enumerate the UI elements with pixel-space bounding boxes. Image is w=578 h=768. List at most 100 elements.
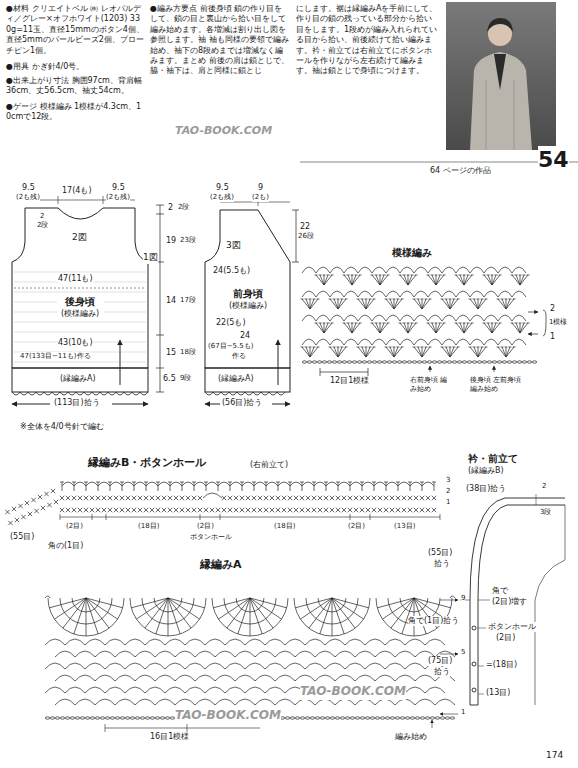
row-count: 2段 — [178, 203, 189, 212]
dimension: 19 — [166, 236, 176, 246]
stitch-stroke — [472, 361, 476, 363]
stitch-stroke — [105, 717, 109, 719]
stitch-stroke — [45, 717, 49, 719]
stitch-count: (13目) — [486, 688, 510, 698]
stitch-stroke — [375, 717, 379, 719]
stitch-stroke — [400, 717, 404, 719]
stitch-stroke — [527, 361, 531, 363]
stitch-stroke — [420, 717, 424, 719]
stitch-count: (13目) — [394, 522, 415, 531]
watermark: TAO-BOOK.COM — [175, 708, 281, 724]
stitch-count: (56目)拾う — [222, 398, 262, 408]
stitch-stroke — [362, 361, 366, 363]
row-count: 23段 — [180, 236, 196, 245]
stitch-stroke — [70, 717, 74, 719]
stitch-stroke — [160, 717, 164, 719]
row-count: 2 — [542, 482, 546, 491]
stitch-stroke — [95, 717, 99, 719]
dimension: (2も残) — [210, 193, 234, 202]
stitch-stroke — [367, 361, 371, 363]
stitch-stroke — [327, 361, 331, 363]
stitch-stroke — [345, 717, 349, 719]
stitch-stroke — [75, 717, 79, 719]
stitch-stroke — [497, 361, 501, 363]
stitch-stroke — [425, 717, 429, 719]
stitch-count: (18目) — [138, 522, 159, 531]
stitch-count: 拾う — [434, 667, 450, 677]
stitch-stroke — [370, 717, 374, 719]
corner-note: 角で — [492, 586, 508, 596]
stitch-stroke — [512, 361, 516, 363]
stitch-stroke — [165, 717, 169, 719]
stitch-stroke — [335, 717, 339, 719]
stitch-stroke — [312, 361, 316, 363]
stitch-stroke — [352, 361, 356, 363]
repeat-label: 16目1模様 — [150, 732, 189, 742]
dimension: 作る — [232, 352, 246, 361]
edging-scallops — [12, 272, 285, 395]
stitch-stroke — [320, 717, 324, 719]
row-number: 3 — [446, 476, 450, 485]
stitch-stroke — [305, 717, 309, 719]
chart-subtitle: (右前立て) — [250, 460, 288, 470]
garment-piece: 前身頃(模様編み) — [225, 288, 272, 311]
stitch-stroke — [65, 717, 69, 719]
dimension: 9.5 — [216, 183, 229, 193]
stitch-stroke — [410, 717, 414, 719]
size-note: ●出来上がり寸法 胸囲97cm、背肩幅36cm、丈56.5cm、袖丈54cm。 — [6, 76, 144, 97]
stitch-stroke — [45, 596, 455, 705]
stitch-stroke — [402, 361, 406, 363]
dimension: 9.5 — [112, 183, 125, 193]
materials-note: ●材料 クリエイトベル ㈱ レオパルディ／グレー×オフホワイト(1203) 33… — [6, 4, 144, 56]
stitch-stroke — [427, 361, 431, 363]
edging-name: (縁編みA) — [218, 374, 254, 384]
stitch-stroke — [300, 717, 304, 719]
stitch-stroke — [372, 361, 376, 363]
start-note: 編み始め — [395, 732, 427, 742]
stitch-stroke — [120, 717, 124, 719]
watermark: TAO-BOOK.COM — [300, 684, 406, 700]
stitch-name: (模様編み) — [57, 309, 104, 319]
stitch-count: =(18目) — [486, 660, 517, 670]
stitch-stroke — [290, 717, 294, 719]
stitch-stroke — [445, 717, 449, 719]
stitch-stroke — [337, 361, 341, 363]
stitch-stroke — [280, 717, 284, 719]
row-number: 1 — [446, 498, 450, 507]
stitch-stroke — [365, 717, 369, 719]
stitch-stroke — [357, 361, 361, 363]
dimension: 6.5 — [163, 374, 176, 384]
row-count: 9段 — [180, 374, 191, 383]
row-markers — [105, 600, 458, 732]
diagram-subtitle: (縁編みB) — [468, 466, 504, 476]
stitch-stroke — [412, 361, 416, 363]
stitch-stroke — [110, 717, 114, 719]
dimension: 14 — [166, 296, 176, 306]
repeat-label: 12目1模様 — [330, 376, 369, 386]
count-brackets — [60, 517, 440, 518]
stitch-stroke — [382, 361, 386, 363]
stitch-stroke — [140, 717, 144, 719]
stitch-stroke — [12, 392, 148, 395]
stitch-stroke — [422, 361, 426, 363]
edging-a-chart — [45, 596, 455, 719]
stitch-stroke — [380, 717, 384, 719]
stitch-count: (2目) — [496, 633, 515, 643]
diagram-title: 衿・前立て — [468, 452, 518, 465]
dimension: 24(5.5も) — [213, 266, 250, 276]
stitch-count: (2目) — [66, 522, 83, 531]
row-number: 9 — [461, 594, 465, 603]
watermark: TAO-BOOK.COM — [175, 124, 272, 138]
stitch-stroke — [310, 717, 314, 719]
dimension: 2 — [40, 212, 44, 221]
stitch-stroke — [360, 717, 364, 719]
page-number: 174 — [546, 750, 563, 762]
count-ticks — [60, 514, 440, 520]
stitch-stroke — [350, 717, 354, 719]
back-piece-outline — [12, 196, 148, 404]
dimension: (2も残) — [16, 193, 40, 202]
stitch-stroke — [350, 514, 351, 520]
stitch-stroke — [417, 361, 421, 363]
stitch-stroke — [522, 361, 526, 363]
stitch-stroke — [295, 717, 299, 719]
